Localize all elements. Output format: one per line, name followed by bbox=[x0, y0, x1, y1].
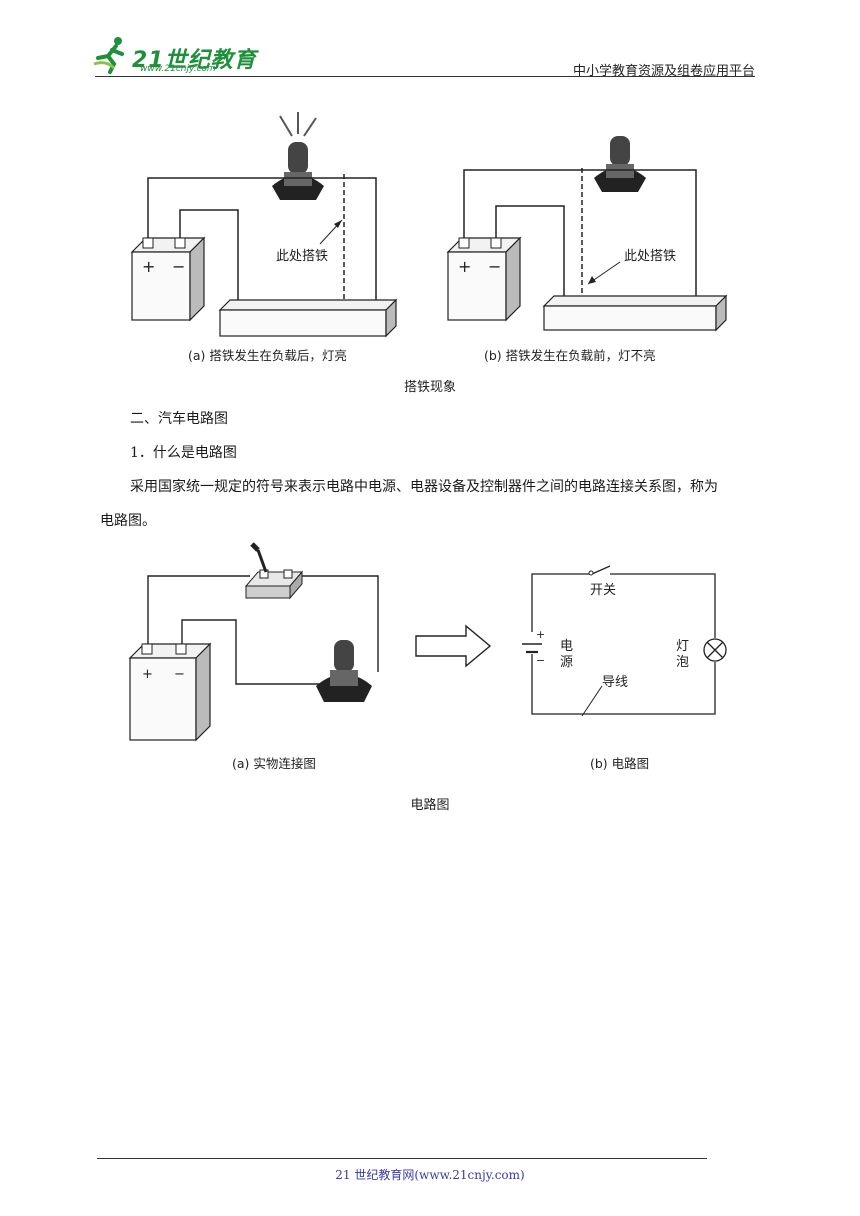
source-label-1: 电 bbox=[560, 639, 573, 654]
site-logo: 21世纪教育 www.21cnjy.com bbox=[92, 34, 257, 74]
lamp-label-1: 灯 bbox=[676, 639, 689, 654]
physical-wiring-diagram: + − bbox=[128, 542, 379, 742]
wire-label: 导线 bbox=[602, 675, 628, 690]
section-subheading: 1．什么是电路图 bbox=[130, 445, 237, 461]
header-tagline: 中小学教育资源及组卷应用平台 bbox=[572, 64, 755, 79]
lamp-symbol-icon bbox=[703, 638, 727, 662]
minus-sign-b: − bbox=[488, 257, 501, 276]
plus-sign-a: + bbox=[142, 257, 155, 276]
circuit-figure: + − + − 开关 电 源 灯 泡 导线 bbox=[128, 542, 727, 771]
minus-sign-d: − bbox=[536, 654, 545, 667]
knife-switch-icon bbox=[244, 542, 304, 600]
caption-schematic: (b) 电路图 bbox=[590, 756, 649, 771]
footer-divider bbox=[97, 1158, 707, 1159]
switch-label: 开关 bbox=[590, 583, 616, 598]
section-heading: 二、汽车电路图 bbox=[130, 411, 228, 427]
figure2-title: 电路图 bbox=[410, 798, 450, 813]
ground-label-a: 此处搭铁 bbox=[276, 248, 328, 264]
schematic-diagram: + − 开关 电 源 灯 泡 导线 bbox=[522, 565, 727, 717]
grounding-figure: + − 此处搭铁 + − 此处搭铁 bbox=[130, 112, 728, 363]
lamp-b-icon bbox=[594, 136, 646, 192]
right-arrow-icon bbox=[415, 624, 492, 668]
battery-c-icon bbox=[128, 642, 212, 742]
caption-b: (b) 搭铁发生在负载前，灯不亮 bbox=[484, 348, 656, 363]
panel-a-diagram: + − 此处搭铁 bbox=[130, 112, 398, 338]
logo-url: www.21cnjy.com bbox=[140, 64, 216, 74]
paragraph-line-1: 采用国家统一规定的符号来表示电路中电源、电器设备及控制器件之间的电路连接关系图，… bbox=[130, 479, 718, 495]
battery-b-icon bbox=[446, 236, 522, 322]
lamp-label-2: 泡 bbox=[676, 655, 689, 670]
caption-a: (a) 搭铁发生在负载后，灯亮 bbox=[188, 348, 347, 363]
source-label-2: 源 bbox=[560, 655, 573, 670]
plus-sign-b: + bbox=[458, 257, 471, 276]
ground-label-b: 此处搭铁 bbox=[624, 248, 676, 264]
panel-b-diagram: + − 此处搭铁 bbox=[446, 136, 728, 332]
caption-physical: (a) 实物连接图 bbox=[232, 756, 316, 771]
header-divider bbox=[95, 76, 755, 77]
plus-sign-c: + bbox=[142, 667, 153, 682]
battery-a-icon bbox=[130, 236, 206, 322]
lamp-a-icon bbox=[272, 142, 324, 200]
minus-sign-c: − bbox=[174, 667, 185, 682]
figure1-title: 搭铁现象 bbox=[403, 380, 456, 395]
battery-symbol-icon bbox=[522, 643, 542, 654]
paragraph-line-2: 电路图。 bbox=[100, 513, 156, 529]
runner-icon bbox=[93, 37, 124, 74]
plus-sign-d: + bbox=[536, 628, 545, 641]
logo-text: 21世纪教育 bbox=[132, 48, 257, 73]
footer-link[interactable]: 21 世纪教育网(www.21cnjy.com) bbox=[335, 1168, 525, 1182]
minus-sign-a: − bbox=[172, 257, 185, 276]
lamp-c-icon bbox=[316, 640, 372, 702]
